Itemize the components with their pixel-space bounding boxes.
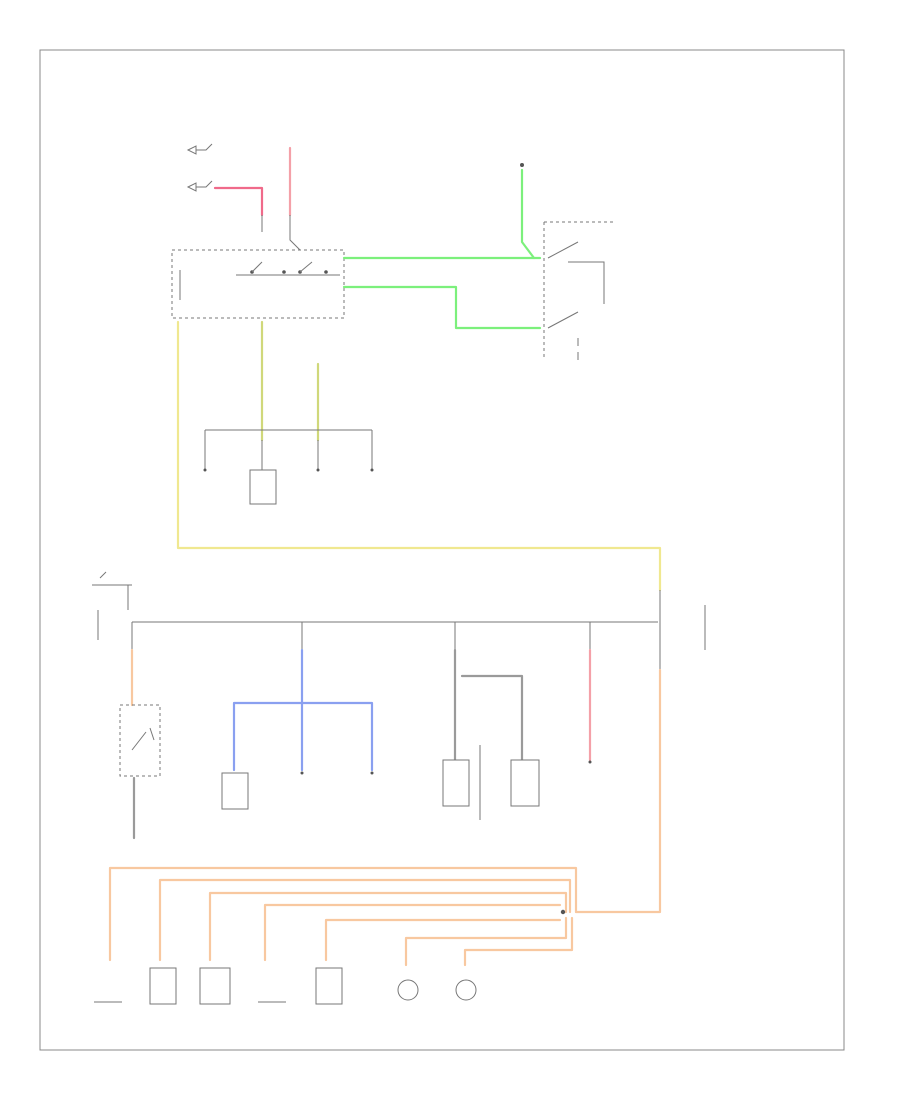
bottom-components bbox=[94, 967, 477, 1005]
power-inputs bbox=[186, 143, 213, 192]
middle-components bbox=[221, 745, 592, 820]
orange-harness bbox=[108, 668, 662, 967]
wire-green-low bbox=[342, 285, 542, 330]
wire-yellow-main bbox=[176, 320, 662, 592]
relay-box bbox=[119, 704, 161, 777]
diagram-frame bbox=[39, 49, 845, 1051]
dimmer-switch bbox=[520, 163, 616, 360]
top-branch-bus bbox=[203, 429, 374, 505]
fuse-bus bbox=[92, 571, 706, 670]
wire-power-2 bbox=[213, 186, 264, 217]
wire-green-feed bbox=[520, 168, 536, 260]
headlamp-switch bbox=[171, 215, 345, 319]
wire-blue-bus bbox=[232, 701, 374, 772]
wire-fuse3-branch bbox=[460, 674, 524, 772]
